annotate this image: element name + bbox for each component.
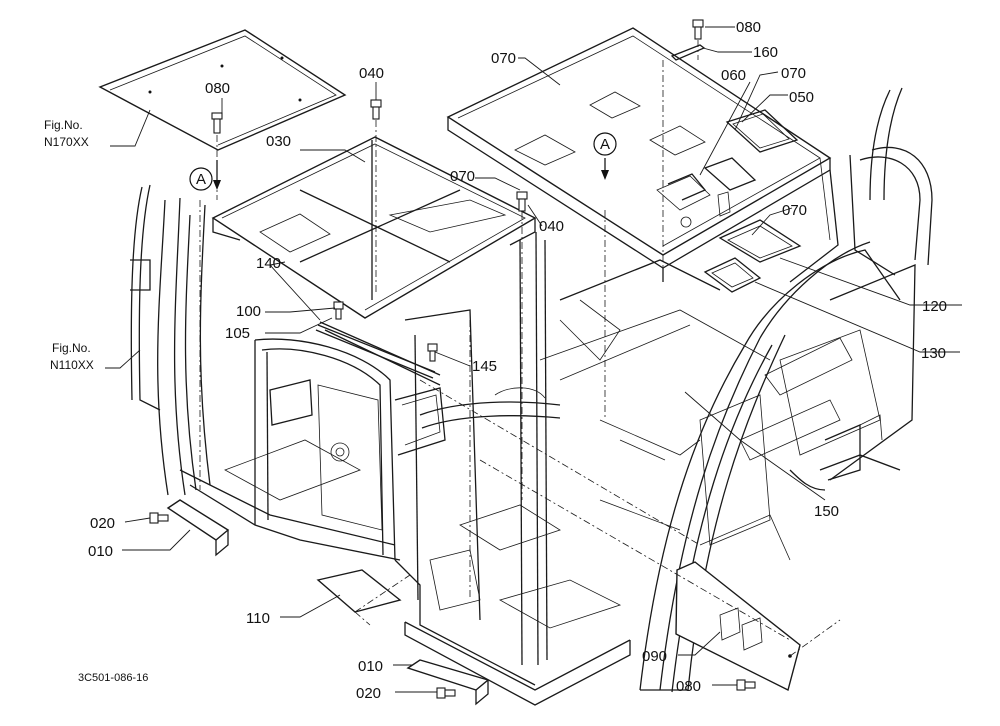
figure-reference-top: Fig.No. N170XX [44, 118, 89, 149]
marker-a-right-label: A [600, 136, 610, 153]
label-060: 060 [721, 67, 746, 84]
top-panel-070 [446, 27, 832, 269]
label-130: 130 [921, 345, 946, 362]
label-030: 030 [266, 133, 291, 150]
step-cover-110 [316, 569, 402, 613]
marker-a-left: A [189, 167, 213, 191]
label-160: 160 [753, 44, 778, 61]
bolt-020-left [149, 512, 169, 524]
label-080-top-right: 080 [736, 19, 761, 36]
label-100: 100 [236, 303, 261, 320]
leader-lines [105, 26, 962, 693]
label-105: 105 [225, 325, 250, 342]
drawing-code: 3C501-086-16 [78, 672, 148, 684]
bracket-010-left [166, 499, 230, 557]
label-070-mid: 070 [450, 168, 475, 185]
bolt-040-right [516, 191, 528, 212]
label-070-top: 070 [491, 50, 516, 67]
label-110: 110 [246, 610, 270, 627]
label-020-left: 020 [90, 515, 115, 532]
bolt-020-bottom [436, 687, 456, 699]
label-050: 050 [789, 89, 814, 106]
label-040-mid: 040 [539, 218, 564, 235]
label-080-top-left: 080 [205, 80, 230, 97]
label-010-bottom: 010 [358, 658, 383, 675]
label-090: 090 [642, 648, 667, 665]
marker-a-left-label: A [196, 171, 206, 188]
bracket-010-bottom [406, 659, 490, 706]
fig-ref-left-line1: Fig.No. [52, 341, 91, 355]
roof-plate-n170xx [98, 29, 347, 151]
fig-ref-top-line2: N170XX [44, 135, 89, 149]
figure-reference-left: Fig.No. N110XX [50, 341, 94, 372]
bolt-080-top-right [692, 19, 704, 40]
label-020-bottom: 020 [356, 685, 381, 702]
bolt-040-left [370, 99, 382, 120]
label-070-right: 070 [782, 202, 807, 219]
label-120: 120 [922, 298, 947, 315]
label-140: 140 [256, 255, 281, 272]
bolt-080-bottom [736, 679, 756, 691]
bolt-080-top-left [211, 112, 223, 134]
roof-panel-030 [211, 136, 537, 319]
side-panel-090 [675, 561, 801, 692]
label-070-right-top: 070 [781, 65, 806, 82]
marker-a-right: A [593, 132, 617, 156]
label-145: 145 [472, 358, 497, 375]
bolt-100 [333, 301, 344, 320]
label-040-top: 040 [359, 65, 384, 82]
label-150: 150 [814, 503, 839, 520]
fig-ref-top-line1: Fig.No. [44, 118, 83, 132]
bolt-145 [427, 343, 438, 362]
weatherstrip-140 [315, 324, 436, 379]
fig-ref-left-line2: N110XX [50, 358, 94, 372]
label-080-bottom: 080 [676, 678, 701, 695]
label-010-left: 010 [88, 543, 113, 560]
